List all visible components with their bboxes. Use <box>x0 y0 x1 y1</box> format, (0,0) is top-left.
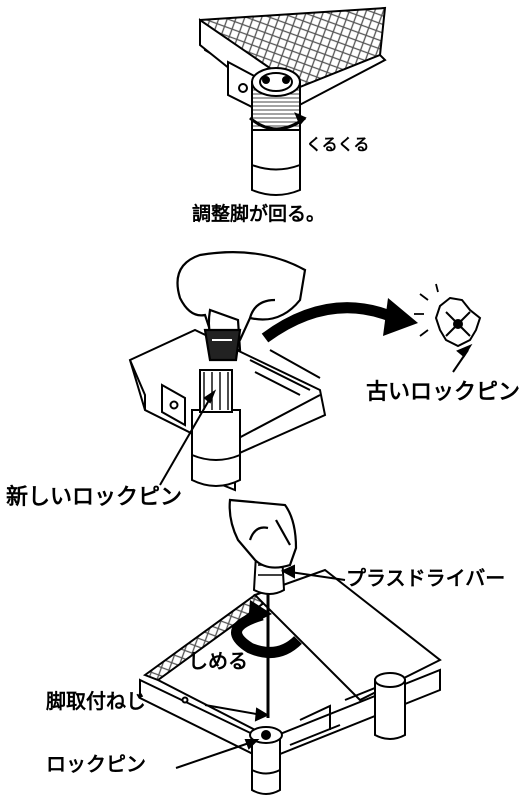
leg-screw-label: 脚取付ねじ <box>46 689 146 713</box>
step2-hand <box>176 251 307 362</box>
spin-label: くるくる <box>306 135 370 154</box>
old-lock-pin <box>414 283 482 348</box>
lock-pin-label: ロックピン <box>46 752 146 776</box>
step3-leader-lines <box>175 564 346 769</box>
step3-tighten-arrow <box>231 600 302 658</box>
old-lock-pin-label: 古いロックピン <box>366 380 521 405</box>
step1-caption: 調整脚が回る。 <box>192 203 326 225</box>
screwdriver-label: プラスドライバー <box>346 566 506 590</box>
step2-leader-lines <box>159 343 473 486</box>
step3-screwdriver <box>252 554 286 718</box>
step2-removal-arrow <box>261 298 418 343</box>
step3-hand <box>228 498 298 569</box>
step1-adjustable-leg <box>249 67 307 196</box>
step2-leg <box>191 369 241 487</box>
tighten-label: しめる <box>188 649 248 673</box>
new-lock-pin-label: 新しいロックピン <box>6 485 183 510</box>
step3-shelf <box>139 568 442 795</box>
